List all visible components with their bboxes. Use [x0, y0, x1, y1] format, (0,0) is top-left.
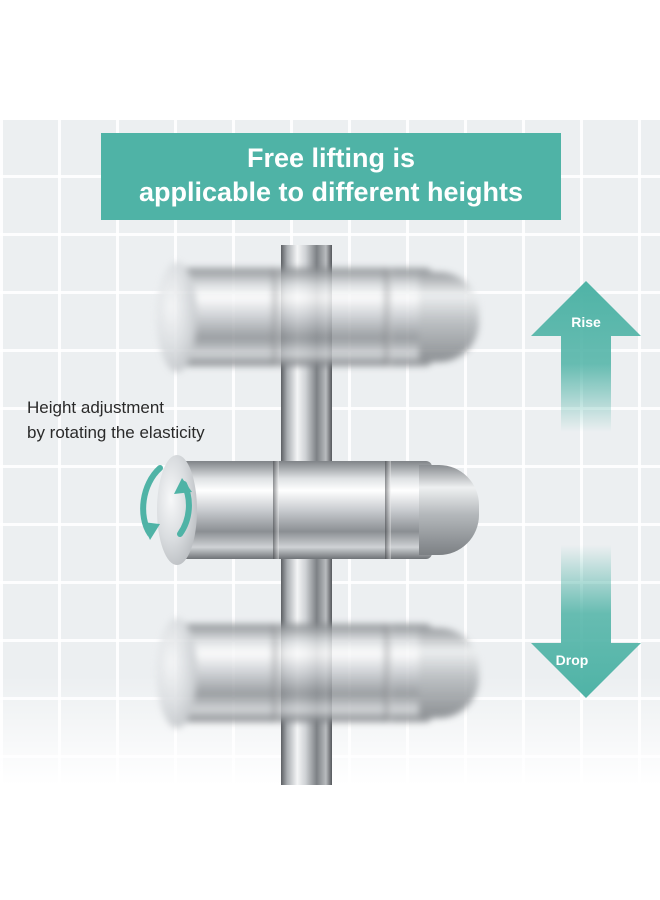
holder-blurred-upper — [157, 262, 482, 372]
holder-blurred-lower — [157, 618, 482, 728]
headline-line-1: Free lifting is — [246, 143, 416, 173]
headline-banner: Free lifting is applicable to different … — [101, 133, 561, 220]
annotation-line-2: by rotating the elasticity — [27, 423, 205, 442]
headline-line-2: applicable to different heights — [138, 177, 524, 207]
shower-head-holder — [157, 455, 482, 565]
rise-label: Rise — [571, 314, 601, 330]
drop-label: Drop — [555, 652, 589, 668]
annotation-line-1: Height adjustment — [27, 398, 165, 417]
